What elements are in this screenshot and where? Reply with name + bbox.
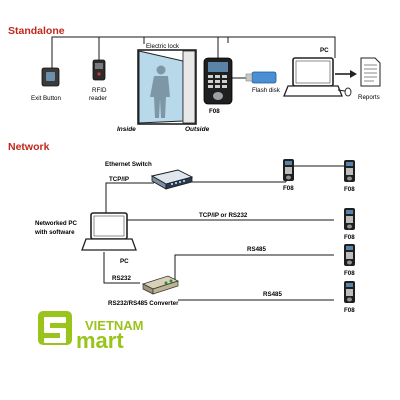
ethernet-switch-device (150, 169, 194, 190)
standalone-pc-label: PC (320, 47, 329, 54)
f08-terminal-network (344, 244, 355, 266)
f08-network-label: F08 (344, 307, 355, 314)
flash-disk-device (245, 71, 277, 84)
tcp-or-rs232-label: TCP/IP or RS232 (199, 212, 248, 219)
converter-label: RS232/RS485 Converter (108, 300, 179, 307)
ethernet-switch-label: Ethernet Switch (105, 161, 152, 168)
f08-network-label: F08 (344, 270, 355, 277)
f08-network-label: F08 (344, 186, 355, 193)
exit-button-device (41, 67, 60, 87)
reports-document-icon (360, 57, 381, 87)
standalone-heading: Standalone (8, 25, 65, 37)
f08-terminal-network (344, 281, 355, 303)
rs485-upper-label: RS485 (247, 246, 266, 253)
f08-terminal-network (283, 159, 294, 181)
standalone-pc (283, 57, 352, 97)
electric-lock-label: Electric lock (146, 43, 180, 50)
networked-pc-pc-label: PC (120, 258, 129, 265)
inside-label: Inside (117, 126, 136, 133)
networked-pc (81, 212, 137, 251)
tcp-ip-label: TCP/IP (109, 176, 129, 183)
rfid-reader-label-1: RFID (92, 87, 107, 94)
smart-s-mark-icon (38, 311, 72, 345)
rs232-rs485-converter-device (141, 275, 180, 295)
f08-terminal-standalone (203, 57, 233, 105)
rs485-lower-label: RS485 (263, 291, 282, 298)
rfid-reader-label-2: reader (89, 95, 107, 102)
f08-network-label: F08 (344, 234, 355, 241)
vietnam-smart-logo: VIETNAM mart (38, 311, 144, 353)
logo-bottom-text: mart (76, 328, 124, 353)
logo-top-text: VIETNAM (85, 318, 144, 333)
network-heading: Network (8, 141, 50, 153)
f08-network-label: F08 (283, 185, 294, 192)
reports-label: Reports (358, 94, 380, 101)
person-figure (150, 65, 170, 118)
networked-pc-label-2: with software (34, 229, 75, 236)
exit-button-label: Exit Button (31, 95, 61, 102)
flash-disk-label: Flash disk (252, 87, 281, 94)
arrow-to-reports (335, 70, 357, 78)
rs232-label: RS232 (112, 275, 131, 282)
f08-terminal-network (344, 160, 355, 182)
f08-standalone-label: F08 (209, 108, 220, 115)
outside-label: Outside (185, 126, 210, 133)
rfid-reader-device (92, 59, 106, 81)
network-wiring (103, 165, 348, 301)
networked-pc-label-1: Networked PC (35, 220, 77, 227)
f08-terminal-network (344, 208, 355, 230)
standalone-wiring (51, 36, 336, 79)
